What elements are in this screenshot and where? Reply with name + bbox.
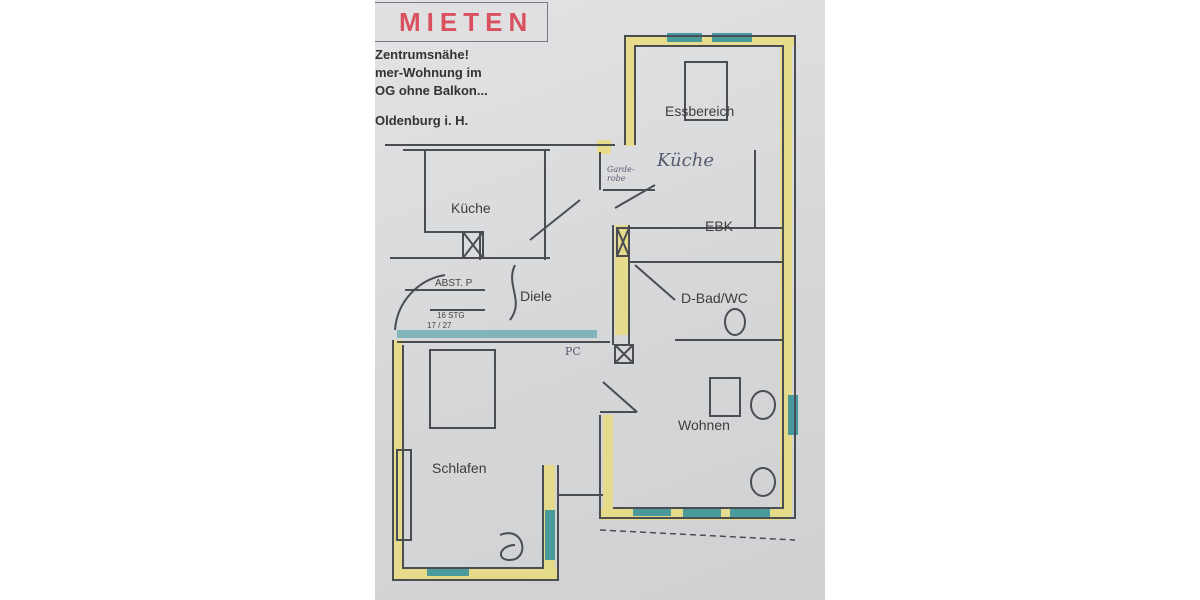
headline: MIETEN: [399, 7, 534, 37]
ad-line-4: Oldenburg i. H.: [375, 113, 469, 128]
pc-label: PC: [565, 345, 581, 358]
ad-line-3: OG ohne Balkon...: [375, 83, 488, 98]
stairs-label-1: 16 STG: [437, 311, 465, 320]
headline-banner: MIETEN: [375, 2, 548, 42]
room-label-kueche: Küche: [451, 200, 491, 216]
room-label-ebk: EBK: [705, 218, 734, 234]
room-label-kueche-handwritten: Küche: [657, 150, 714, 171]
room-label-essbereich: Essbereich: [665, 103, 735, 119]
floor-plan-photo: MIETEN Zentrumsnähe! mer-Wohnung im OG o…: [375, 0, 825, 600]
abst-label: ABST. P: [435, 278, 473, 289]
ad-line-2: mer-Wohnung im: [375, 65, 482, 80]
room-label-diele: Diele: [520, 288, 552, 304]
garderobe-line-1: Garde-: [607, 165, 635, 174]
room-label-wohnen: Wohnen: [678, 417, 730, 433]
stairs-label-2: 17 / 27: [427, 321, 452, 330]
room-label-bad: D-Bad/WC: [681, 290, 748, 306]
garderobe-line-2: robe: [607, 174, 626, 183]
floor-plan-drawing: [385, 33, 798, 581]
ad-line-1: Zentrumsnähe!: [375, 47, 469, 62]
room-label-garderobe: Garde- robe: [607, 165, 635, 183]
room-label-schlafen: Schlafen: [432, 460, 487, 476]
